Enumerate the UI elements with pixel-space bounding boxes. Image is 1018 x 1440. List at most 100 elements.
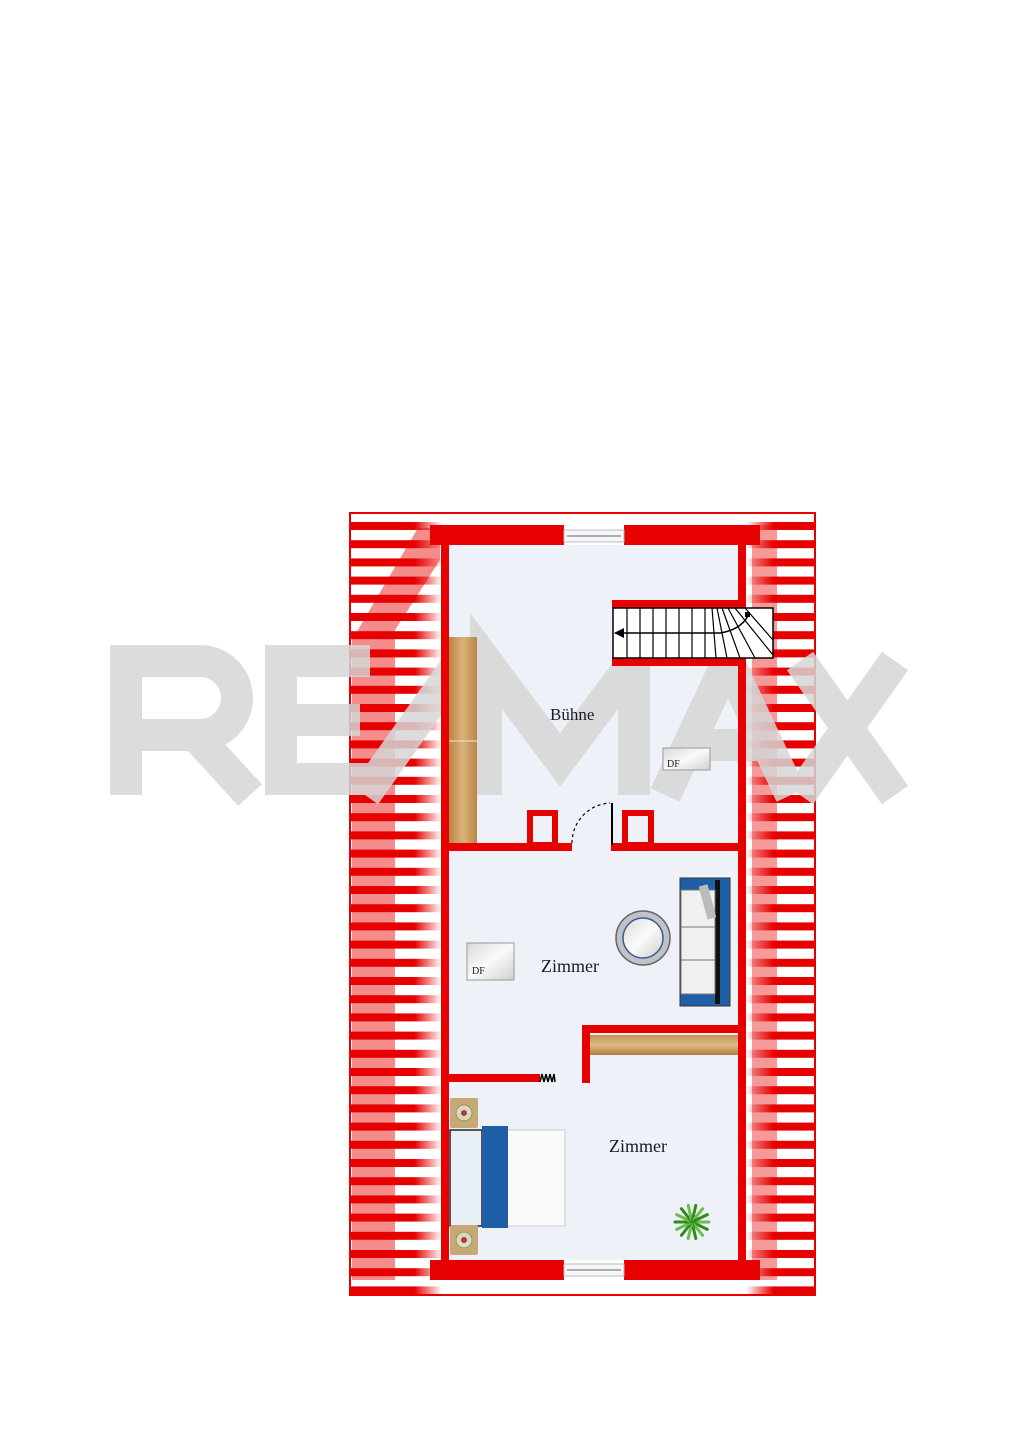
roof-window-df: DF [662, 747, 711, 771]
room-label-zimmer: Zimmer [541, 956, 599, 976]
hatch-line [350, 1122, 442, 1131]
hatch-line [350, 631, 442, 640]
nightstand-icon [450, 1225, 478, 1255]
hatch-line [746, 594, 815, 603]
stair-tread [716, 607, 728, 659]
hatch-line [746, 1104, 815, 1113]
hatch-line [746, 831, 815, 840]
walls [430, 525, 760, 1280]
hatch-line [746, 1049, 815, 1058]
hatch-line [746, 1140, 815, 1149]
hatch-line [350, 886, 442, 894]
stair-tread [721, 607, 741, 659]
hatch-line [746, 704, 815, 712]
hatch-line [350, 849, 442, 858]
hatch-line [350, 1286, 442, 1295]
hatch-line [350, 958, 442, 967]
hatch-line [350, 1140, 442, 1149]
roof-window-df: DF [466, 942, 515, 981]
hatch-line [746, 722, 815, 731]
hatch-line [350, 776, 442, 785]
hatch-line [350, 1231, 442, 1240]
hatch-line [350, 1013, 442, 1022]
hatch-line [746, 1195, 815, 1204]
hatch-line [746, 667, 815, 676]
hatch-line [350, 685, 442, 694]
wardrobe-icon [449, 637, 477, 843]
hatch-line [350, 1031, 442, 1040]
window-icon[interactable] [563, 529, 625, 543]
hatch-line [746, 813, 815, 822]
hatch-line [746, 958, 815, 967]
hatch-line [350, 704, 442, 712]
hatch-line [350, 1104, 442, 1113]
stair-tread [711, 607, 717, 659]
hatch-line [350, 613, 442, 621]
window-icon[interactable] [563, 1263, 625, 1277]
hatch-line [746, 1068, 815, 1076]
stairs-icon [612, 607, 774, 659]
hatch-line [746, 1250, 815, 1258]
hatch-line [746, 1159, 815, 1167]
hatch-line [746, 522, 815, 530]
door-swing-icon[interactable] [571, 802, 613, 845]
shelf-icon [590, 1035, 738, 1055]
hatch-line [350, 977, 442, 985]
nightstand-icon [450, 1098, 478, 1128]
watermark-letter [110, 645, 262, 806]
hatch-line [746, 922, 815, 931]
stair-tread [727, 607, 756, 659]
hatch-line [746, 1177, 815, 1186]
hatch-line [350, 1250, 442, 1258]
radiator-icon [539, 1073, 556, 1083]
hatch-line [746, 1122, 815, 1131]
hatch-line [746, 904, 815, 913]
hatch-line [350, 558, 442, 567]
hatch-line [350, 540, 442, 549]
round-table-icon [615, 910, 671, 966]
hatch-line [746, 849, 815, 858]
plant-icon [673, 1203, 711, 1241]
hatch-line [746, 1231, 815, 1240]
hatch-line [746, 540, 815, 549]
hatch-line [746, 685, 815, 694]
hatch-line [350, 813, 442, 822]
hatch-line [350, 795, 442, 803]
hatch-line [350, 867, 442, 876]
roof-band-left [352, 528, 440, 1280]
hatch-line [746, 1013, 815, 1022]
hatch-line [746, 576, 815, 585]
hatch-line [350, 576, 442, 585]
hatch-line [350, 1159, 442, 1167]
hatch-line [746, 1031, 815, 1040]
watermark-letter [265, 645, 370, 795]
hatch-line [350, 667, 442, 676]
roof-window-label: DF [472, 966, 485, 977]
hatch-line [746, 867, 815, 876]
room-label-buehne: Bühne [550, 705, 594, 724]
hatch-line [350, 1268, 442, 1277]
hatch-line [746, 940, 815, 949]
watermark-letter [786, 651, 909, 805]
roof-window-label: DF [667, 759, 680, 770]
plant-leaf [690, 1213, 709, 1224]
hatch-line [350, 1213, 442, 1222]
hatch-line [350, 995, 442, 1004]
hatch-line [746, 1213, 815, 1222]
hatch-line [746, 613, 815, 621]
hatch-line [350, 1177, 442, 1186]
hatch-line [350, 594, 442, 603]
hatch-line [350, 1068, 442, 1076]
hatch-line [350, 904, 442, 913]
hatch-line [746, 1286, 815, 1295]
hatch-line [746, 631, 815, 640]
hatch-line [350, 831, 442, 840]
hatch-line [746, 977, 815, 985]
hatch-line [746, 649, 815, 658]
hatch-line [746, 995, 815, 1004]
room-label-zimmer: Zimmer [609, 1136, 667, 1156]
stair-tread [744, 607, 774, 641]
hatch-line [746, 886, 815, 894]
chimney-icon [527, 810, 654, 848]
